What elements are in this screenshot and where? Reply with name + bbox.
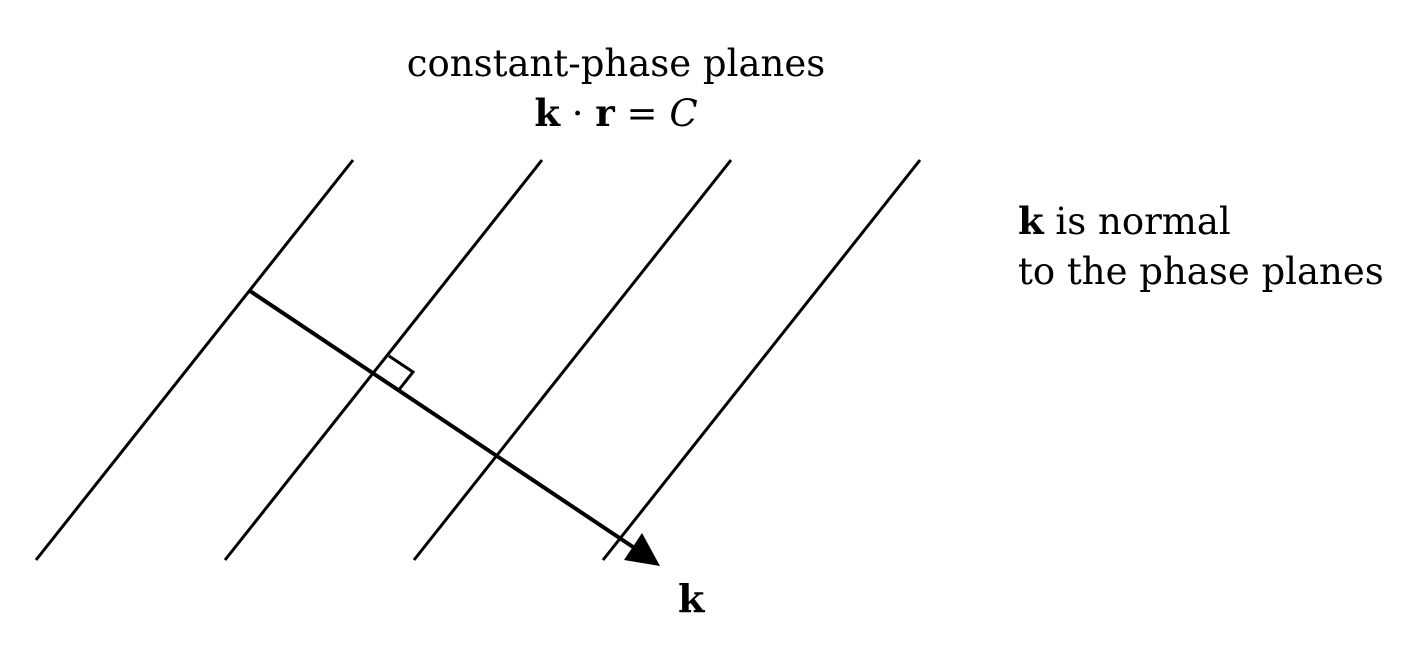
normal-note-line-1: k is normal [1018, 196, 1384, 247]
phase-plane-line-2 [223, 159, 544, 561]
phase-plane-line-3 [412, 159, 733, 561]
phase-equation: k · r = C [0, 92, 1232, 135]
normal-note-line-2: to the phase planes [1018, 250, 1384, 293]
equation-k-vector: k [534, 91, 560, 135]
phase-plane-line-1 [34, 159, 355, 561]
note-line1-text: is normal [1043, 200, 1231, 243]
diagram-title: constant-phase planes [406, 42, 826, 85]
equation-r-vector: r [595, 91, 615, 135]
equation-equals: = [614, 92, 670, 135]
equation-constant: C [669, 92, 698, 135]
right-angle-marker [388, 354, 416, 392]
normal-note: k is normal to the phase planes [1018, 196, 1384, 297]
wave-vector-k-arrow [248, 289, 638, 551]
equation-dot: · [560, 92, 596, 135]
arrow-k-label: k [678, 576, 705, 621]
phase-plane-line-4 [601, 159, 922, 561]
wave-vector-arrowhead [624, 533, 660, 566]
note-k-vector: k [1018, 199, 1044, 243]
